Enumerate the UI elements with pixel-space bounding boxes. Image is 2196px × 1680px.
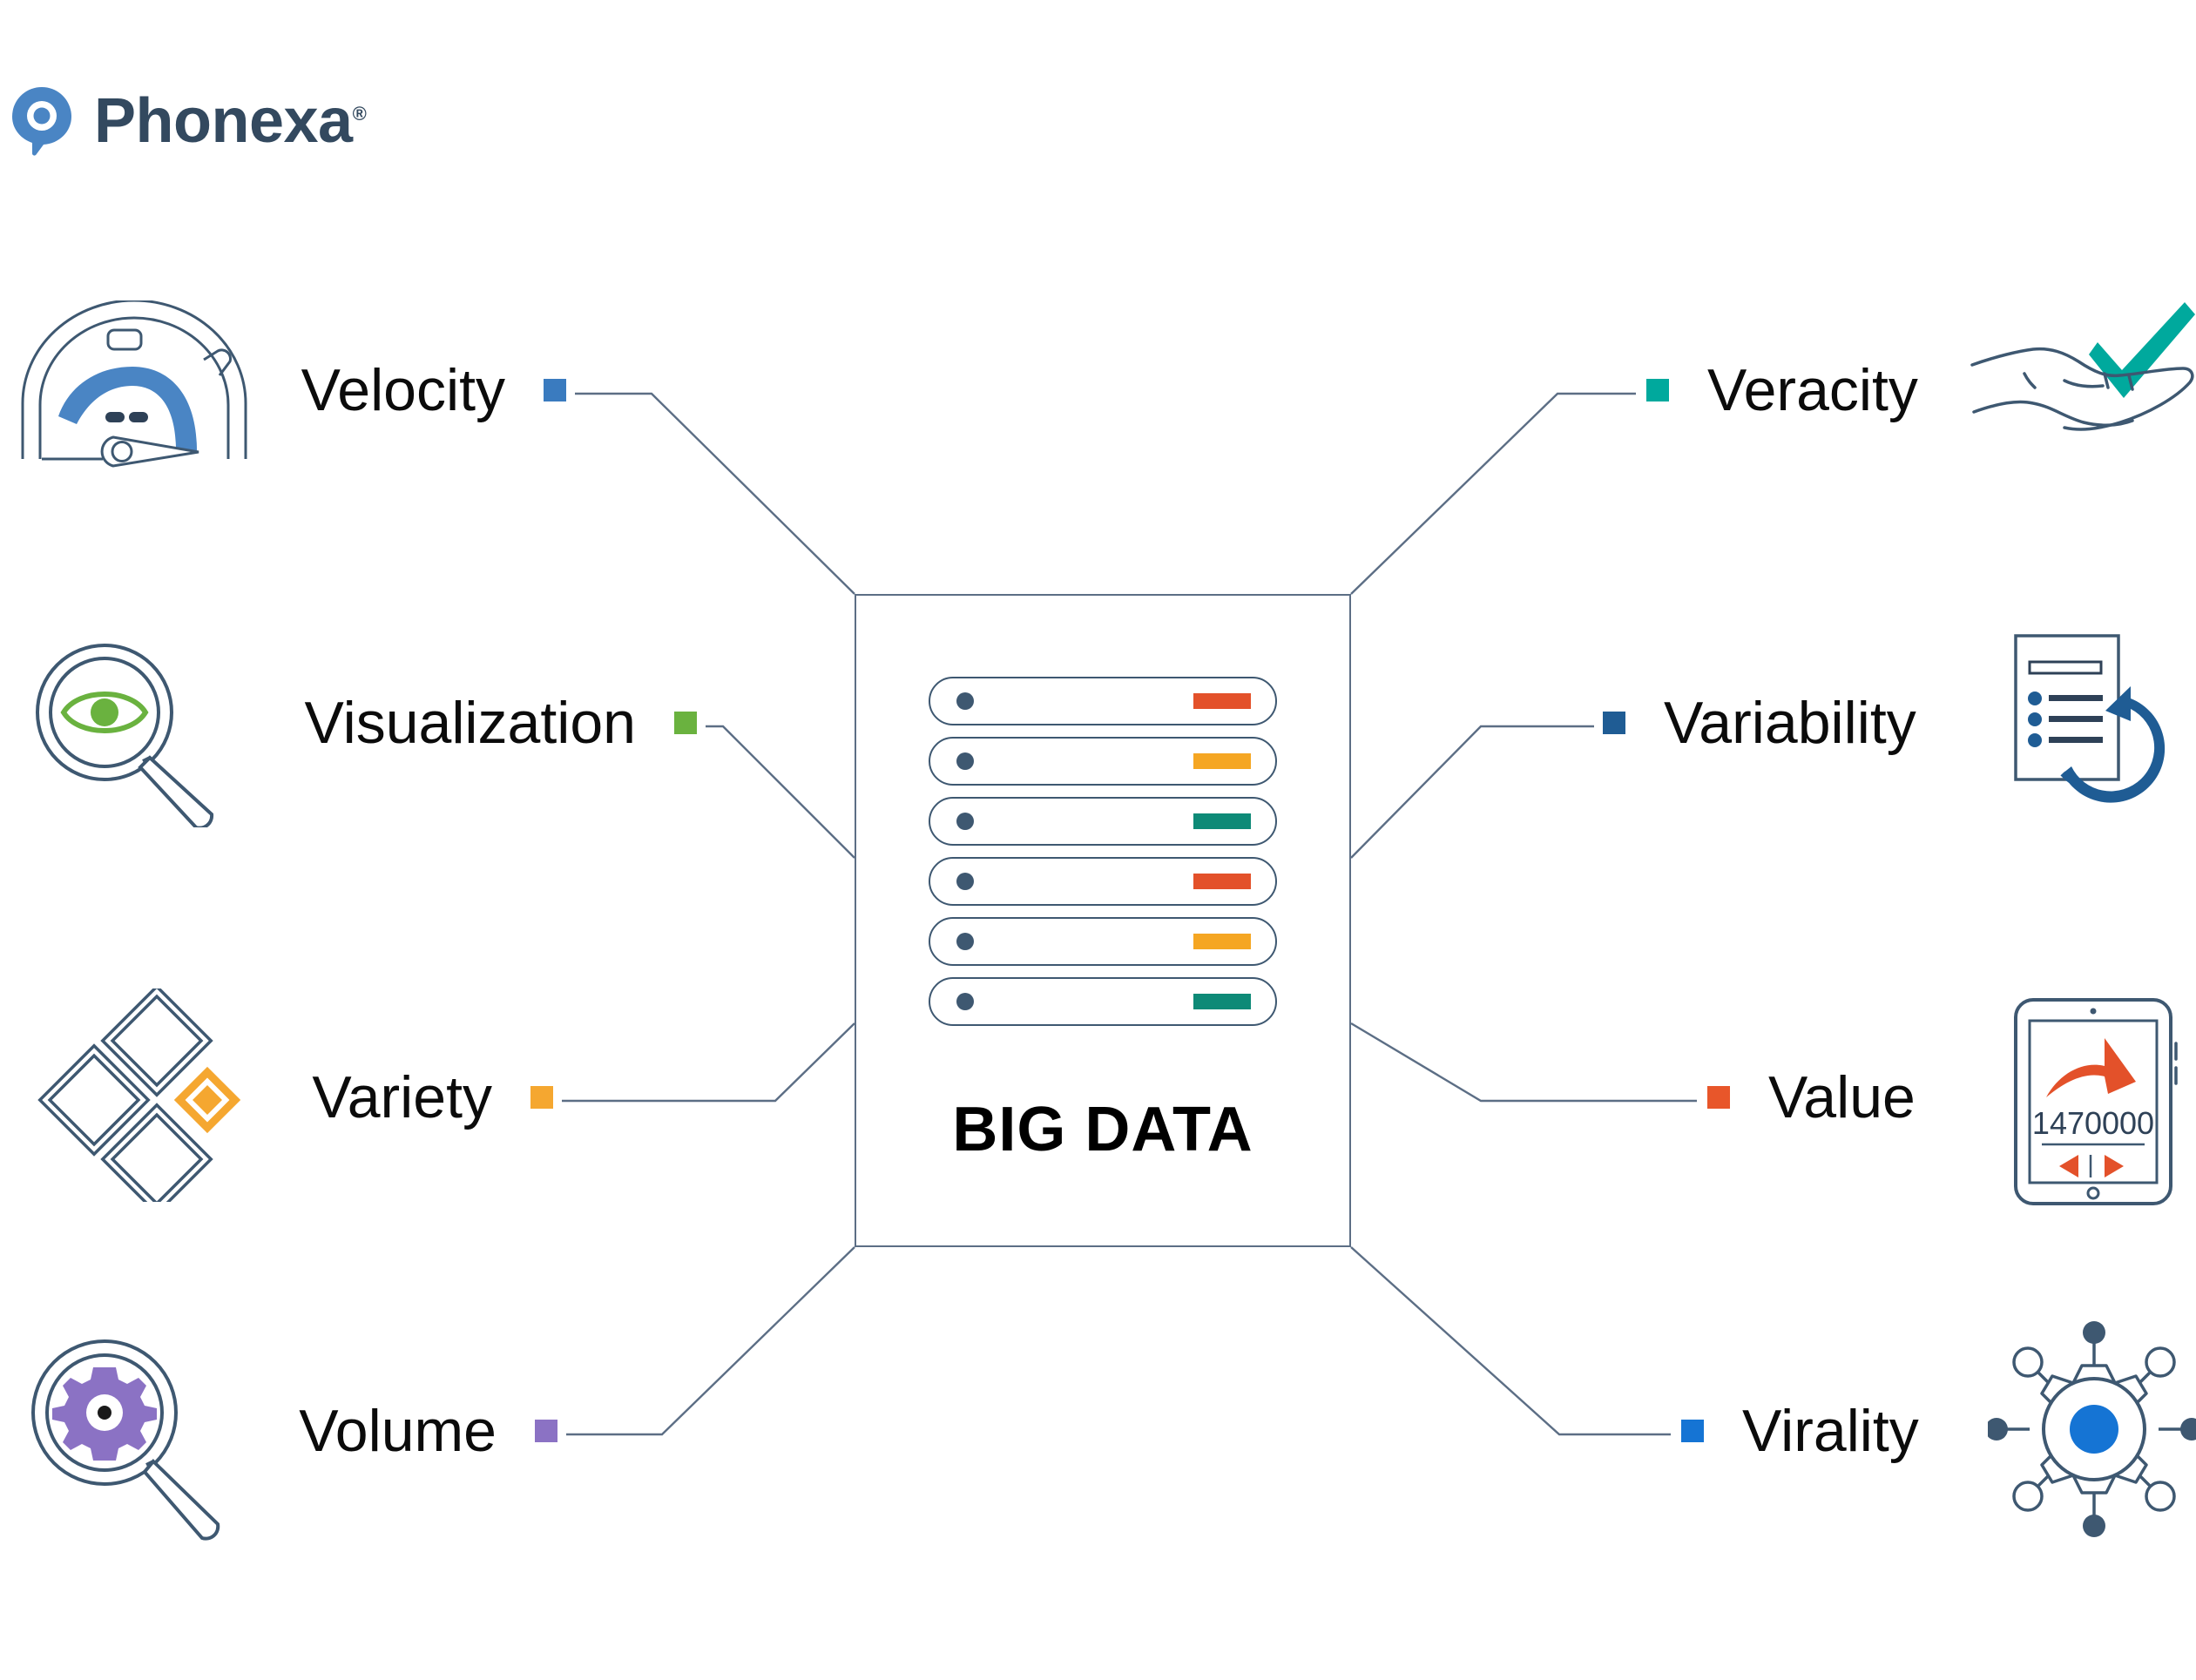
rack-status-dot: [956, 813, 974, 830]
network-hub-icon: [1988, 1317, 2196, 1542]
connector-velocity: [575, 392, 855, 595]
rack-row: [929, 857, 1277, 906]
rack-row: [929, 977, 1277, 1026]
speedometer-icon: [16, 300, 255, 488]
rack-indicator-bar: [1193, 813, 1251, 829]
diamonds-icon: [35, 988, 244, 1202]
hand-check-icon: [1967, 300, 2195, 475]
node-variety[interactable]: Variety: [287, 1056, 553, 1139]
node-label-volume: Volume: [299, 1398, 497, 1464]
node-label-value: Value: [1768, 1064, 1916, 1130]
node-marker-volume: [535, 1420, 557, 1442]
node-marker-veracity: [1646, 379, 1669, 401]
node-marker-visualization: [674, 712, 697, 734]
registered-mark: ®: [352, 103, 367, 125]
node-label-variety: Variety: [312, 1064, 492, 1130]
big-data-center-box: BIG DATA: [855, 594, 1351, 1247]
connector-volume: [566, 1246, 855, 1436]
server-rack: [929, 677, 1277, 1026]
node-label-variability: Variability: [1664, 690, 1916, 756]
rack-indicator-bar: [1193, 934, 1251, 949]
rack-row: [929, 677, 1277, 725]
rack-status-dot: [956, 873, 974, 890]
node-virality[interactable]: Virality: [1681, 1389, 1934, 1473]
rack-row: [929, 797, 1277, 846]
brand-wordmark: Phonexa®: [94, 90, 367, 152]
brand-name: Phonexa: [94, 86, 353, 156]
rack-indicator-bar: [1193, 753, 1251, 769]
connector-value: [1350, 1022, 1697, 1103]
node-visualization[interactable]: Visualization: [287, 681, 697, 765]
magnifier-eye-icon: [17, 636, 240, 827]
node-label-visualization: Visualization: [304, 690, 636, 756]
brand-logo: Phonexa®: [9, 85, 367, 157]
rack-row: [929, 917, 1277, 966]
node-marker-value: [1707, 1086, 1730, 1109]
node-value[interactable]: Value: [1707, 1056, 1934, 1139]
rack-indicator-bar: [1193, 693, 1251, 709]
connector-variability: [1350, 725, 1594, 859]
rack-status-dot: [956, 933, 974, 950]
rack-indicator-bar: [1193, 874, 1251, 889]
node-marker-variety: [530, 1086, 553, 1109]
connector-variety: [562, 1022, 855, 1103]
node-marker-velocity: [544, 379, 566, 401]
node-velocity[interactable]: Velocity: [287, 348, 566, 432]
rack-status-dot: [956, 993, 974, 1010]
node-veracity[interactable]: Veracity: [1646, 348, 1934, 432]
tablet-value-number: 1470000: [2032, 1105, 2154, 1141]
node-label-velocity: Velocity: [301, 357, 505, 423]
document-refresh-icon: [2009, 627, 2196, 827]
node-marker-variability: [1603, 712, 1625, 734]
rack-row: [929, 737, 1277, 786]
node-marker-virality: [1681, 1420, 1704, 1442]
connector-veracity: [1350, 392, 1636, 595]
big-data-title: BIG DATA: [952, 1095, 1253, 1164]
node-volume[interactable]: Volume: [287, 1389, 557, 1473]
rack-status-dot: [956, 692, 974, 710]
rack-status-dot: [956, 752, 974, 770]
node-label-veracity: Veracity: [1707, 357, 1918, 423]
tablet-growth-icon: 1470000: [2005, 993, 2196, 1211]
node-label-virality: Virality: [1742, 1398, 1919, 1464]
connector-virality: [1350, 1246, 1671, 1436]
rack-indicator-bar: [1193, 994, 1251, 1009]
magnifier-gear-icon: [17, 1333, 244, 1555]
connector-visualization: [706, 725, 855, 859]
phonexa-pin-icon: [9, 85, 75, 157]
node-variability[interactable]: Variability: [1603, 681, 1977, 765]
